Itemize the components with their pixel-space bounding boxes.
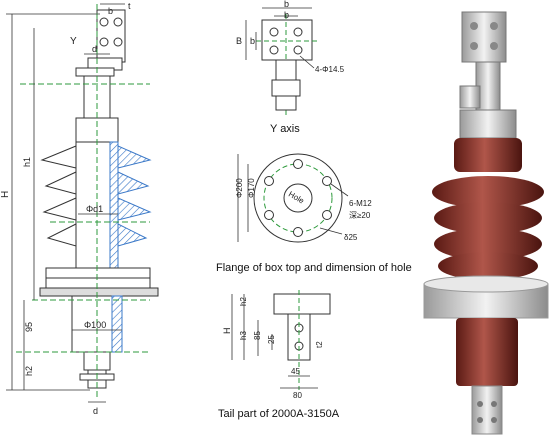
- tail-terminal-plate: [287, 313, 311, 361]
- terminal-base: [75, 67, 115, 77]
- flange-view: Φ200 Φ170 Hole 6-M12 深≥20 δ25 Flange of …: [210, 144, 430, 280]
- tail-label-h3: h3: [239, 331, 248, 340]
- tail-label-t2: t2: [315, 341, 324, 348]
- y-view-label-holes: 4-Φ14.5: [315, 65, 345, 74]
- flange-view-svg: Φ200 Φ170 Hole 6-M12 深≥20 δ25: [235, 153, 372, 243]
- bushing-cross-section-svg: t b Y d h1 H Φd1 Φ100 95 h2 d: [0, 1, 159, 416]
- flange-label-phi-200: Φ200: [235, 178, 244, 198]
- bushing-photo-illustration: [423, 11, 549, 435]
- y-view-label-b-side: b: [250, 36, 255, 46]
- flange-bolt-holes: [264, 159, 332, 237]
- flange-label-delta: δ25: [344, 233, 358, 242]
- tail-caption: Tail part of 2000A-3150A: [218, 408, 340, 420]
- tail-view-svg: H h2 h3 85 25 t2 45 80: [222, 290, 331, 400]
- terminal-bolt: [99, 17, 109, 27]
- y-axis-view: b b B b 4-Φ14.5 Y axis: [222, 0, 372, 135]
- dim-label-h1: h1: [22, 157, 32, 167]
- tail-label-H: H: [222, 328, 232, 335]
- y-view-label-b-top: b: [284, 0, 289, 9]
- flange-label-m12: 6-M12: [349, 199, 372, 208]
- dim-label-H: H: [0, 191, 11, 198]
- tail-dimension-lines: [231, 294, 318, 389]
- terminal-bolt: [99, 37, 109, 47]
- flange-label-phi-170: Φ170: [247, 178, 256, 198]
- terminal-plate-front: [261, 19, 313, 61]
- bushing-photo: [410, 0, 551, 441]
- center-hole: [283, 183, 313, 213]
- tail-label-85: 85: [253, 331, 262, 340]
- y-axis-caption: Y axis: [270, 123, 300, 135]
- tail-top-block: [273, 293, 331, 315]
- shed-outline-left: [40, 145, 77, 247]
- photo-bottom-terminal: [471, 385, 503, 435]
- flange-label-depth: 深≥20: [349, 211, 371, 220]
- dim-label-b: b: [108, 6, 113, 16]
- plate-hole: [269, 27, 279, 37]
- tail-label-25: 25: [267, 335, 276, 344]
- dim-label-d-top: d: [92, 44, 97, 54]
- dim-label-phi-100: Φ100: [84, 320, 106, 330]
- dim-label-h2: h2: [24, 366, 34, 376]
- flange-dimension-lines: [237, 154, 349, 242]
- tail-label-80: 80: [293, 391, 302, 400]
- photo-lower-porcelain: [456, 318, 518, 386]
- plate-hole: [293, 27, 303, 37]
- y-view-label-B: B: [236, 36, 242, 46]
- flange-caption: Flange of box top and dimension of hole: [216, 262, 412, 274]
- plate-hole: [293, 45, 303, 55]
- photo-top-terminal: [461, 11, 507, 63]
- photo-upper-porcelain: [454, 138, 522, 172]
- shed-section-right: [109, 141, 152, 293]
- tail-label-h2: h2: [239, 297, 248, 306]
- y-view-label-b-inner: b: [284, 10, 289, 20]
- dim-label-d-bottom: d: [93, 406, 98, 416]
- terminal-bolt: [113, 17, 123, 27]
- tail-label-45: 45: [291, 367, 300, 376]
- photo-collar: [459, 109, 517, 139]
- dim-label-phi-d1: Φd1: [86, 204, 103, 214]
- dimension-lines: [6, 3, 125, 403]
- flange-base: [39, 287, 159, 297]
- y-axis-marker: Y: [70, 36, 77, 47]
- dim-label-t: t: [128, 1, 131, 11]
- dim-label-95: 95: [24, 322, 34, 332]
- tail-view: H h2 h3 85 25 t2 45 80 Tail part of 2000…: [218, 290, 358, 430]
- plate-hole: [269, 45, 279, 55]
- terminal-bolt: [113, 37, 123, 47]
- bushing-cross-section-drawing: t b Y d h1 H Φd1 Φ100 95 h2 d: [0, 0, 205, 420]
- photo-sheds: [432, 176, 544, 280]
- bolt-circle: [263, 163, 333, 233]
- y-view-dimension-lines: [245, 7, 315, 69]
- y-axis-view-svg: b b B b 4-Φ14.5: [236, 0, 345, 116]
